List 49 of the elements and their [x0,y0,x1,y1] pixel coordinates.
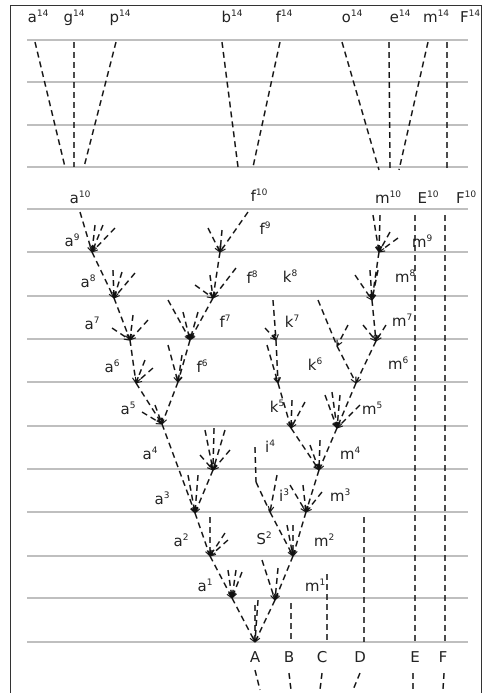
taxon-label: p$^{14}$ [110,9,130,25]
taxon-label: a$^{8}$ [80,274,96,290]
taxon-label: S$^{2}$ [256,531,272,547]
taxon-label: m$^{9}$ [412,234,432,250]
taxon-label: D [354,649,366,665]
taxon-label: f$^{6}$ [196,359,208,375]
taxon-label: a$^{14}$ [28,9,48,25]
taxon-label: a$^{1}$ [198,578,212,594]
taxon-label: m$^{1}$ [304,578,326,594]
taxon-label: a$^{3}$ [154,491,170,507]
taxon-label: B [284,649,294,665]
taxon-label: f$^{14}$ [276,9,292,25]
taxon-label: E$^{10}$ [418,190,438,206]
taxon-label: i$^{4}$ [265,439,275,455]
taxon-label: m$^{3}$ [330,488,350,504]
taxon-label: m$^{10}$ [374,190,402,206]
taxon-label: o$^{14}$ [342,9,362,25]
taxon-label: k$^{5}$ [270,399,284,415]
taxon-label: m$^{4}$ [340,446,360,462]
taxon-label: a$^{5}$ [120,401,136,417]
taxon-label: f$^{9}$ [260,221,270,237]
taxon-label: m$^{2}$ [314,533,334,549]
taxon-label: m$^{6}$ [388,356,408,372]
taxon-label: F$^{10}$ [456,190,476,206]
taxon-label: m$^{8}$ [394,269,416,285]
taxon-label: a$^{6}$ [104,359,120,375]
taxon-label: a$^{4}$ [142,446,158,462]
taxon-label: g$^{14}$ [64,9,84,25]
taxon-label: F$^{14}$ [460,9,480,25]
taxon-label: A [250,649,260,665]
taxon-label: b$^{14}$ [222,9,242,25]
taxon-label: m$^{5}$ [362,401,382,417]
taxon-label: e$^{14}$ [390,9,410,25]
taxon-label: f$^{7}$ [220,314,230,330]
taxon-label: a$^{10}$ [70,190,90,206]
taxon-label: f$^{8}$ [246,270,258,286]
taxon-label: E [410,649,420,665]
taxon-label: m$^{14}$ [422,9,450,25]
taxon-label: f$^{10}$ [250,188,268,204]
taxon-label: m$^{7}$ [392,313,412,329]
taxon-label: k$^{7}$ [284,314,300,330]
taxon-label: a$^{9}$ [64,233,80,249]
taxon-label: k$^{6}$ [308,357,322,373]
taxon-label: C [316,649,328,665]
taxon-label: i$^{3}$ [279,488,289,504]
taxon-label: k$^{8}$ [282,269,298,285]
taxon-label: a$^{7}$ [84,316,100,332]
taxon-label: a$^{2}$ [174,533,188,549]
taxon-label: F [438,649,448,665]
